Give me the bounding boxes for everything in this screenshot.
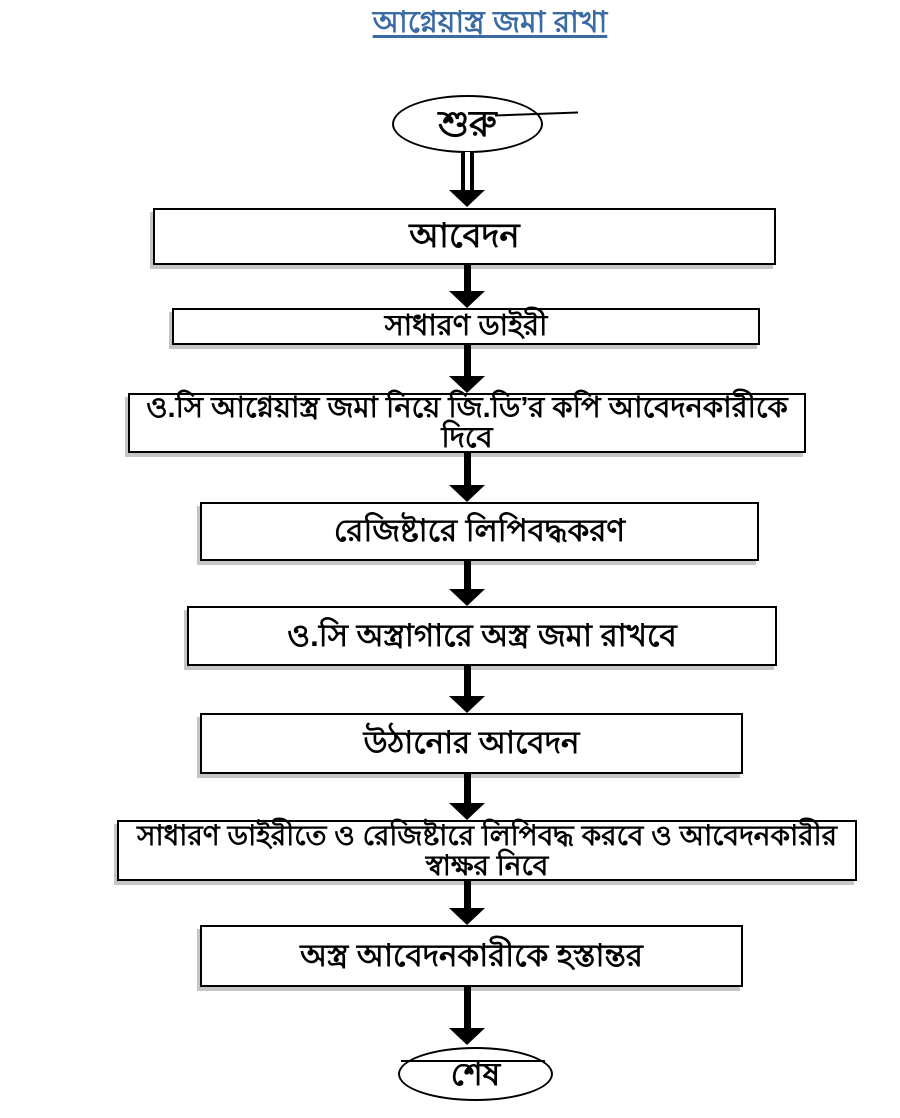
arrow-head-icon xyxy=(449,696,485,713)
flow-arrow-6 xyxy=(449,666,485,713)
arrow-shaft xyxy=(463,561,471,589)
step-box-handover: অস্ত্র আবেদনকারীকে হস্তান্তর xyxy=(200,925,743,987)
arrow-shaft xyxy=(460,152,474,190)
step-label: আবেদন xyxy=(409,216,520,255)
arrow-head-icon xyxy=(449,376,485,393)
step-box-application: আবেদন xyxy=(153,208,776,265)
end-node: শেষ xyxy=(398,1047,553,1101)
end-node-label: শেষ xyxy=(450,1056,501,1092)
flow-arrow-4 xyxy=(449,453,485,502)
step-box-armory-deposit: ও.সি অস্ত্রাগারে অস্ত্র জমা রাখবে xyxy=(187,606,777,666)
flow-arrow-7 xyxy=(449,774,485,820)
arrow-head-icon xyxy=(449,589,485,606)
flow-arrow-8 xyxy=(449,881,485,925)
step-box-general-diary: সাধারণ ডাইরী xyxy=(172,308,760,345)
flow-arrow-3 xyxy=(449,345,485,393)
step-box-withdrawal-application: উঠানোর আবেদন xyxy=(200,713,743,774)
arrow-shaft xyxy=(463,666,471,696)
arrow-head-icon xyxy=(449,1028,485,1045)
arrow-shaft xyxy=(463,987,471,1028)
end-node-stray-line xyxy=(401,1060,545,1062)
step-label: সাধারণ ডাইরীতে ও রেজিষ্টারে লিপিবদ্ধ করব… xyxy=(136,820,838,881)
arrow-shaft xyxy=(463,453,471,485)
step-label: ও.সি অস্ত্রাগারে অস্ত্র জমা রাখবে xyxy=(287,617,677,653)
step-box-diary-register-signature: সাধারণ ডাইরীতে ও রেজিষ্টারে লিপিবদ্ধ করব… xyxy=(117,820,857,881)
step-label: অস্ত্র আবেদনকারীকে হস্তান্তর xyxy=(300,937,643,973)
start-node-label: শুরু xyxy=(438,103,497,144)
step-box-oc-gd-copy: ও.সি আগ্নেয়াস্ত্র জমা নিয়ে জি.ডি’র কপি… xyxy=(128,391,806,454)
step-label: রেজিষ্টারে লিপিবদ্ধকরণ xyxy=(333,513,626,549)
arrow-shaft xyxy=(463,881,471,908)
arrow-head-icon xyxy=(449,190,485,207)
step-label: ও.সি আগ্নেয়াস্ত্র জমা নিয়ে জি.ডি’র কপি… xyxy=(146,391,788,454)
arrow-head-icon xyxy=(449,485,485,502)
page-title: আগ্নেয়াস্ত্র জমা রাখা xyxy=(372,6,608,39)
step-label: উঠানোর আবেদন xyxy=(363,725,580,761)
arrow-shaft xyxy=(463,774,471,803)
flow-arrow-1 xyxy=(449,152,485,207)
arrow-shaft xyxy=(463,345,471,376)
flow-arrow-2 xyxy=(449,265,485,308)
arrow-head-icon xyxy=(449,908,485,925)
arrow-head-icon xyxy=(449,291,485,308)
start-node: শুরু xyxy=(392,95,543,153)
arrow-head-icon xyxy=(449,803,485,820)
flow-arrow-5 xyxy=(449,561,485,606)
arrow-shaft xyxy=(463,265,471,291)
step-label: সাধারণ ডাইরী xyxy=(384,310,548,343)
step-box-register-entry: রেজিষ্টারে লিপিবদ্ধকরণ xyxy=(200,502,759,561)
flow-arrow-9 xyxy=(449,987,485,1045)
page-title-container: আগ্নেয়াস্ত্র জমা রাখা xyxy=(300,6,680,39)
